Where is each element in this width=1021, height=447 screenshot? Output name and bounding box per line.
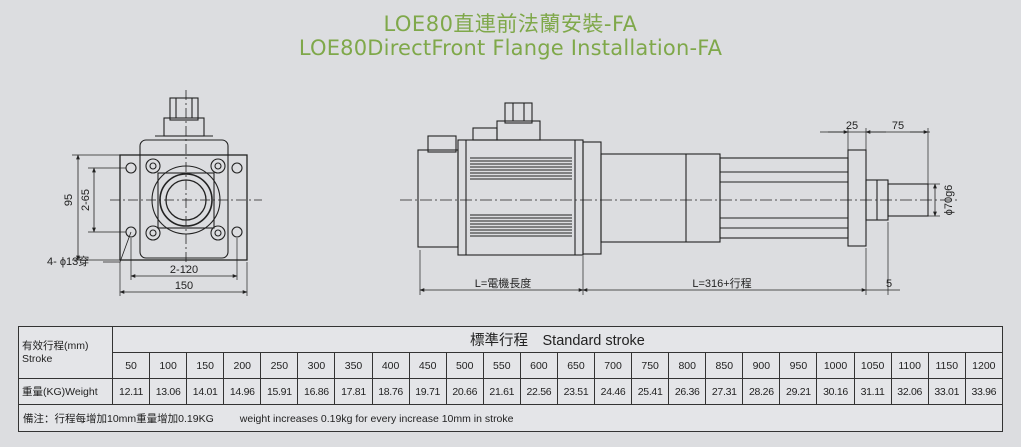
weight-cell: 21.61 [482, 378, 521, 405]
weight-cell: 18.76 [371, 378, 410, 405]
actuator-body [600, 153, 721, 243]
bolt-hole [145, 158, 161, 174]
weight-cell: 25.41 [631, 378, 670, 405]
weight-cell: 32.06 [890, 378, 929, 405]
weight-cell: 30.16 [816, 378, 855, 405]
encoder-cover [417, 149, 459, 248]
stroke-cell: 700 [594, 352, 633, 379]
weight-cell: 14.96 [223, 378, 262, 405]
stroke-cell: 200 [223, 352, 262, 379]
weight-cell: 23.51 [556, 378, 596, 405]
front-view [72, 90, 262, 296]
stroke-label-en: Stroke [22, 352, 53, 365]
bolt-hole [145, 225, 161, 241]
dim-95: 95 [63, 194, 75, 206]
weight-cell: 22.56 [519, 378, 558, 405]
stroke-cell: 1150 [927, 352, 966, 379]
mount-hole [231, 162, 243, 174]
front-flange [847, 149, 867, 247]
weight-cell: 26.36 [668, 378, 707, 405]
dim-2-120: 2-120 [170, 264, 198, 276]
piston-rod [887, 183, 929, 217]
side-view [400, 102, 960, 295]
weight-cell: 20.66 [445, 378, 484, 405]
dim-75: 75 [892, 120, 904, 132]
stroke-cell: 850 [705, 352, 744, 379]
dim-5: 5 [886, 278, 892, 290]
stroke-cell: 100 [149, 352, 188, 379]
weight-cell: 19.71 [408, 378, 447, 405]
stroke-cell: 750 [631, 352, 670, 379]
motor-connector [504, 102, 533, 124]
title-english: LOE80DirectFront Flange Installation-FA [298, 36, 723, 60]
dim-2-65: 2-65 [80, 189, 92, 211]
stroke-cell: 600 [519, 352, 558, 379]
stroke-cell: 1000 [816, 352, 855, 379]
dim-stroke-length: L=316+行程 [692, 277, 751, 290]
dim-motor-length: L=電機長度 [475, 276, 532, 290]
flange-plate [119, 154, 248, 261]
weight-cell: 13.06 [149, 378, 188, 405]
stroke-cell: 1100 [890, 352, 929, 379]
motor-body [457, 139, 584, 256]
weight-cell: 14.01 [186, 378, 225, 405]
note-en: weight increases 0.19kg for every increa… [239, 412, 514, 425]
title-chinese: LOE80直連前法蘭安裝-FA [383, 12, 638, 36]
hole-callout: 4- ϕ13穿 [47, 254, 89, 268]
stroke-label: 有效行程(mm) Stroke [18, 326, 113, 379]
weight-cell: 28.26 [742, 378, 781, 405]
stroke-cell: 400 [371, 352, 410, 379]
motor-connector-base [496, 120, 541, 141]
stroke-cell: 50 [111, 352, 151, 379]
dim-150: 150 [175, 280, 193, 292]
weight-cell: 33.01 [927, 378, 966, 405]
stroke-cell: 350 [334, 352, 373, 379]
weight-cell: 31.11 [853, 378, 892, 405]
weight-cell: 33.96 [964, 378, 1003, 405]
technical-drawing: 95 2-65 2-120 150 4- ϕ13穿 [47, 90, 960, 296]
bolt-hole [210, 225, 226, 241]
motor-square [139, 139, 229, 259]
table-header: 標準行程 Standard stroke [112, 326, 1003, 353]
encoder-plug [427, 135, 457, 153]
stroke-cell: 550 [482, 352, 521, 379]
weight-label: 重量(KG)Weight [18, 378, 113, 405]
stroke-cell: 1200 [964, 352, 1003, 379]
weight-cell: 27.31 [705, 378, 744, 405]
weight-cell: 15.91 [260, 378, 299, 405]
stroke-cell: 650 [556, 352, 596, 379]
stroke-cell: 500 [445, 352, 484, 379]
mount-hole [231, 226, 243, 238]
note-cn: 備注：行程每增加10mm重量增加0.19KG [23, 412, 214, 425]
stroke-cell: 950 [779, 352, 818, 379]
stroke-cell: 1050 [853, 352, 892, 379]
connector-body [169, 97, 199, 121]
stroke-cell: 300 [297, 352, 336, 379]
weight-cell: 12.11 [111, 378, 151, 405]
note-cell: 備注：行程每增加10mm重量增加0.19KG weight increases 0… [18, 404, 1003, 432]
stroke-cell: 800 [668, 352, 707, 379]
weight-cell: 16.86 [297, 378, 336, 405]
stroke-cell: 900 [742, 352, 781, 379]
boss-square [157, 172, 215, 229]
weight-cell: 24.46 [594, 378, 633, 405]
actuator-tube [719, 157, 849, 239]
connector-base [163, 117, 205, 137]
stroke-cell: 450 [408, 352, 447, 379]
stroke-cell: 150 [186, 352, 225, 379]
stroke-label-cn: 有效行程(mm) [22, 339, 89, 352]
bolt-hole [210, 158, 226, 174]
dim-shaft-diameter: ϕ70g6 [943, 185, 955, 216]
weight-cell: 29.21 [779, 378, 818, 405]
stroke-cell: 250 [260, 352, 299, 379]
mount-hole [125, 162, 137, 174]
adaptor-flange [582, 141, 602, 255]
dim-25: 25 [846, 120, 858, 132]
weight-cell: 17.81 [334, 378, 373, 405]
